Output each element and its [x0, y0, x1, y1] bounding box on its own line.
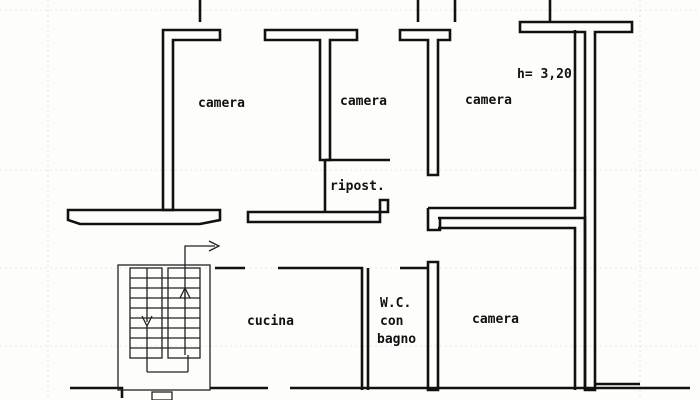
wall-top-left [161, 28, 222, 212]
wall-top-right-a [398, 28, 452, 177]
wall-mid-left [66, 208, 222, 226]
stair-step-bottom [151, 391, 173, 400]
stair-arrow-down [141, 268, 153, 328]
walls [66, 0, 690, 398]
wall-mid-right [428, 30, 587, 390]
wall-ripost [323, 158, 390, 212]
wall-bottom [70, 382, 690, 398]
wall-wc-top [400, 260, 440, 392]
room-labels: camera camera camera ripost. cucina came… [198, 67, 572, 347]
stair-flight-right [167, 267, 201, 359]
wc-label-line-3: bagno [377, 332, 416, 347]
wall-corridor-notch [426, 208, 442, 232]
room-label-camera-nw: camera [198, 96, 245, 111]
stair-well [117, 264, 211, 391]
wall-top-right-b [416, 0, 457, 22]
staircase [117, 240, 221, 400]
wc-label-line-1: W.C. [380, 296, 411, 311]
wall-top-far-right [518, 20, 634, 392]
stair-arrow-up-out [184, 240, 221, 355]
room-label-ripost: ripost. [330, 179, 385, 194]
room-label-camera-n-mid: camera [340, 94, 387, 109]
wc-label-line-2: con [380, 314, 403, 329]
stair-landing [146, 326, 189, 373]
wall-mid-center [246, 198, 390, 224]
stair-treads [130, 277, 200, 349]
ceiling-height-note: h= 3,20 [517, 67, 572, 82]
room-label-cucina: cucina [247, 314, 294, 329]
room-label-camera-se: camera [472, 312, 519, 327]
wall-camera-se [438, 226, 577, 390]
wall-cucina-top [215, 266, 364, 390]
stair-flight-left [129, 267, 163, 359]
room-label-camera-ne: camera [465, 93, 512, 108]
stair-arrow-up [179, 286, 191, 300]
